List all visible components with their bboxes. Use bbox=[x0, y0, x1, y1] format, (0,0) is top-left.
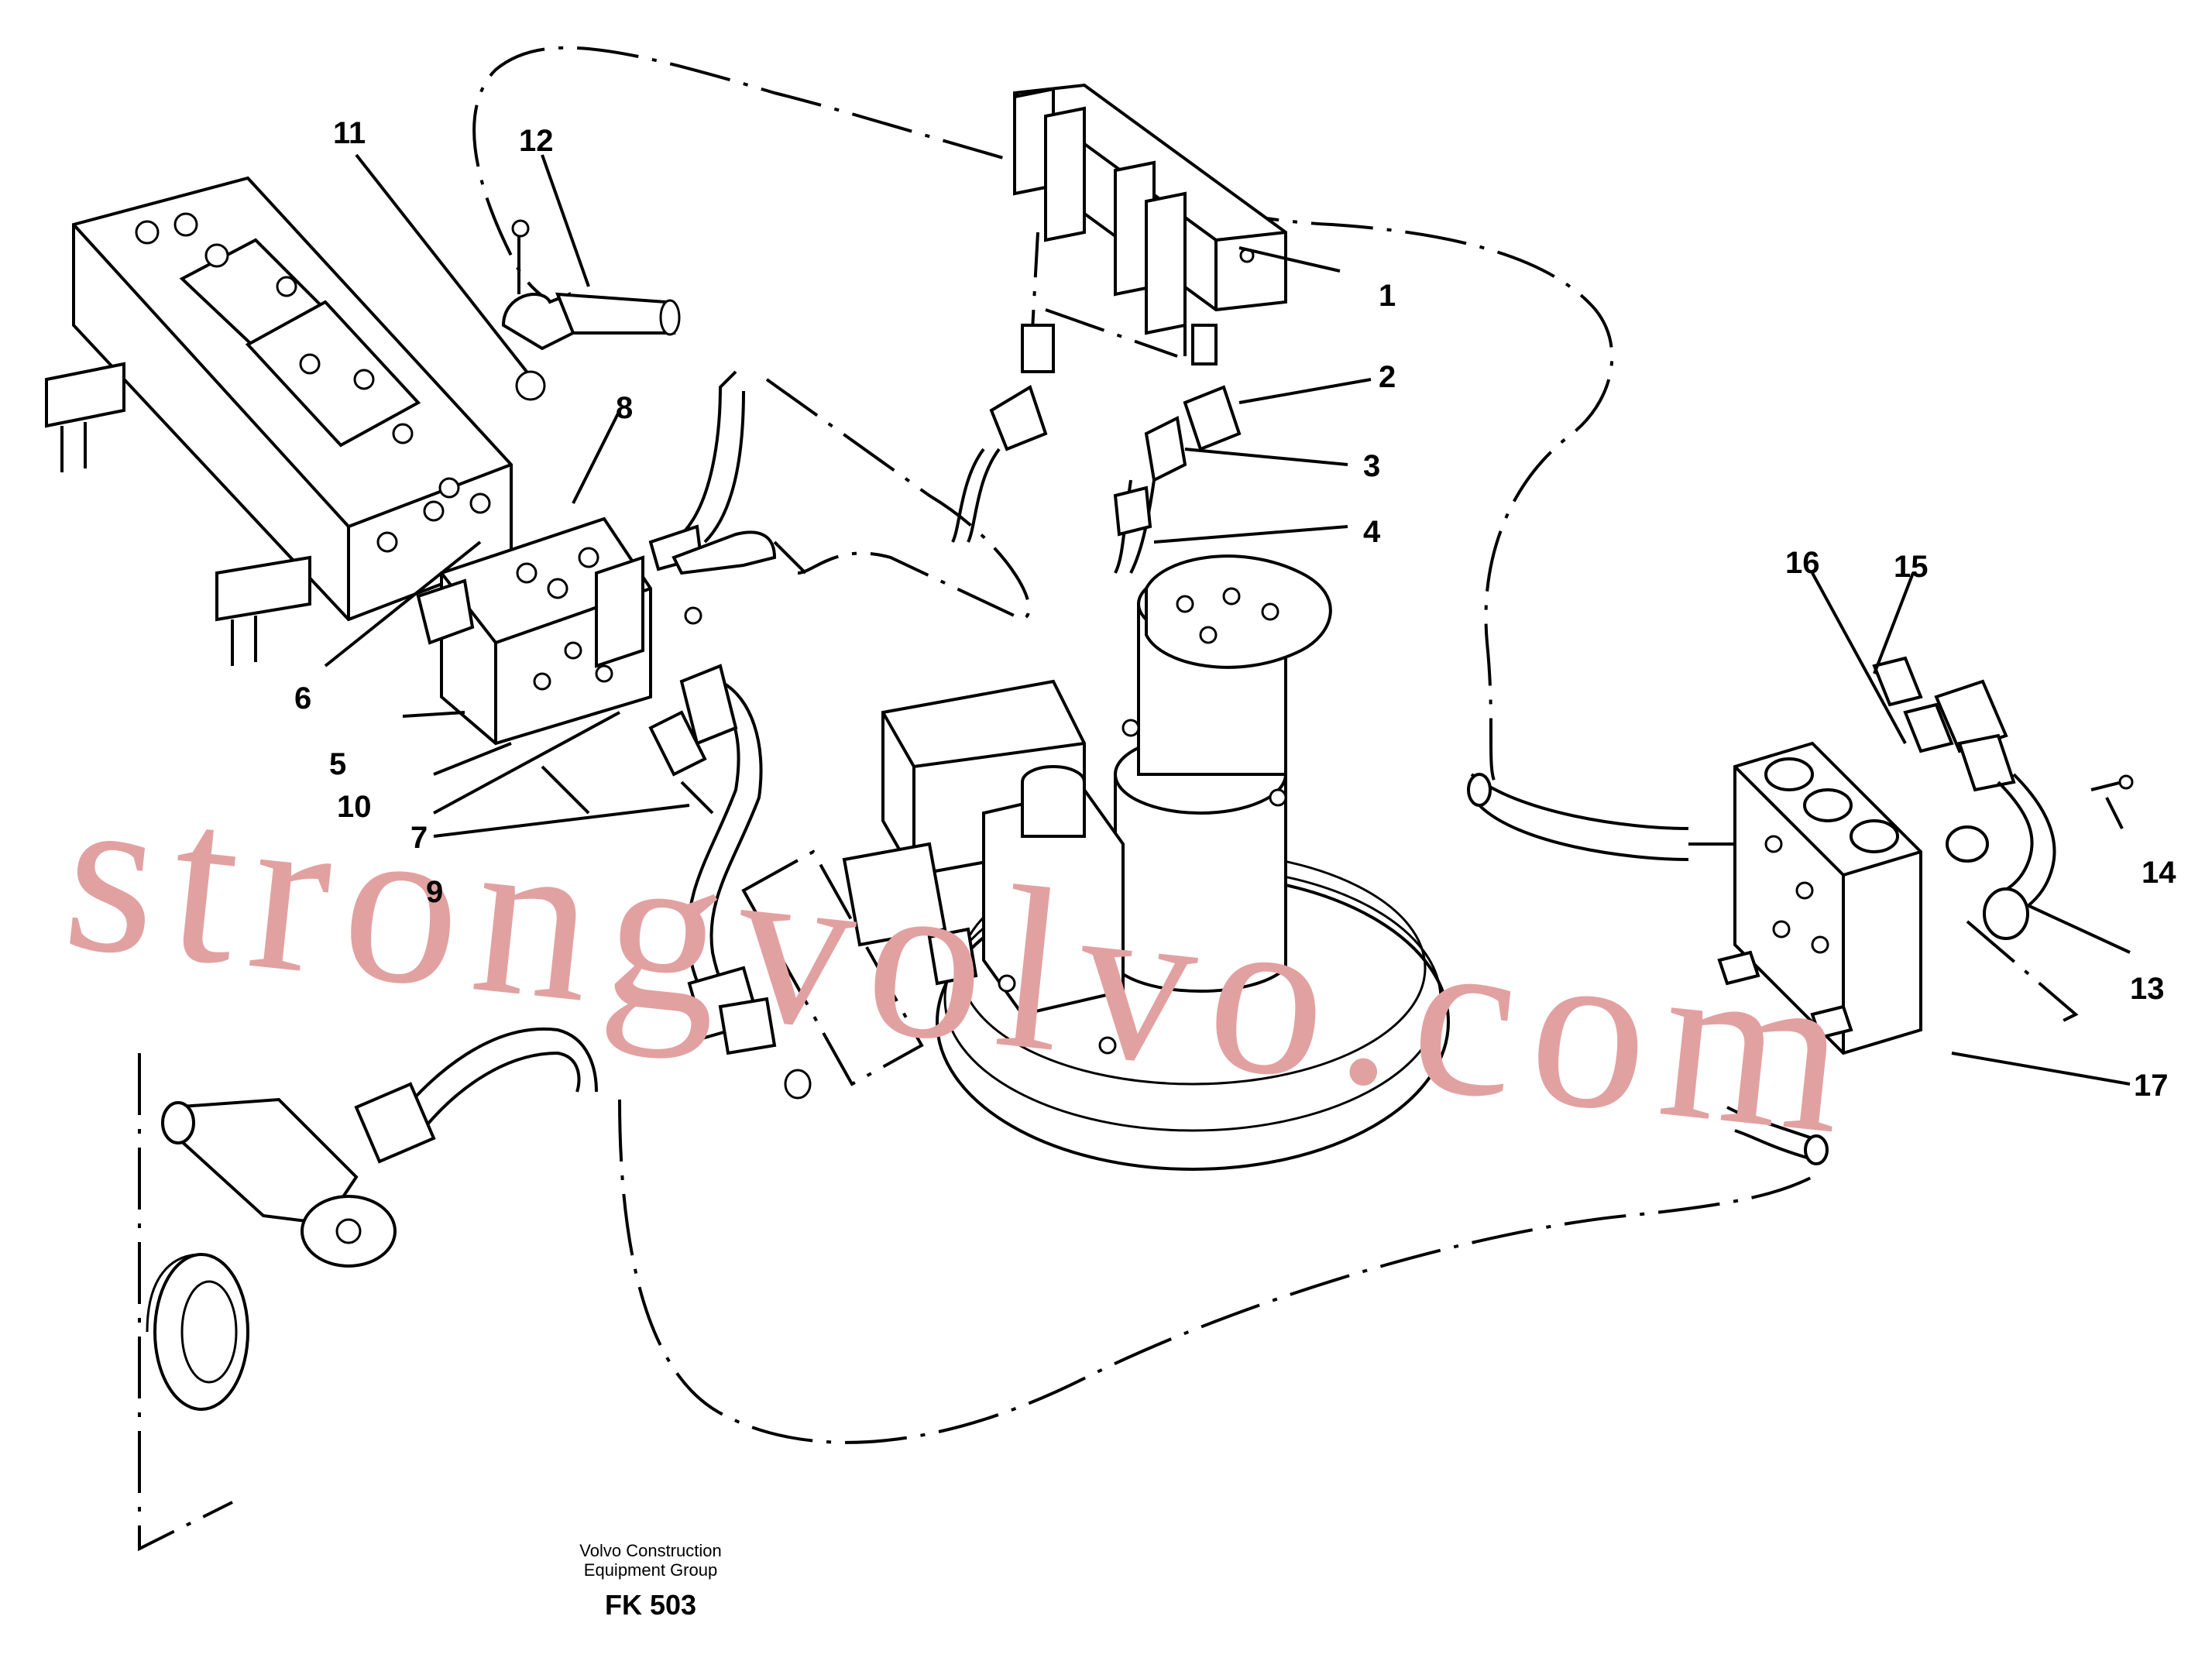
right-valve-block bbox=[1717, 656, 2134, 1055]
valve-bank-block bbox=[45, 176, 513, 666]
pump-assembly bbox=[842, 554, 1450, 1171]
callout-1: 1 bbox=[1379, 279, 1396, 313]
control-valve bbox=[416, 516, 652, 746]
caption-line-2: Equipment Group bbox=[584, 1560, 717, 1580]
callout-10: 10 bbox=[337, 790, 372, 824]
hoses-upper bbox=[541, 370, 807, 1039]
callout-12: 12 bbox=[519, 124, 554, 158]
elbow-fitting bbox=[501, 219, 681, 401]
callout-6: 6 bbox=[294, 681, 311, 715]
callout-2: 2 bbox=[1379, 360, 1396, 394]
callout-13: 13 bbox=[2130, 972, 2165, 1006]
lower-left-assembly bbox=[146, 966, 812, 1411]
leader-lines bbox=[324, 153, 2131, 1086]
callout-17: 17 bbox=[2134, 1069, 2169, 1103]
figure-code: FK 503 bbox=[605, 1589, 696, 1621]
callout-9: 9 bbox=[426, 875, 443, 909]
callout-5: 5 bbox=[329, 747, 346, 781]
callout-4: 4 bbox=[1363, 515, 1381, 549]
callout-11: 11 bbox=[333, 116, 366, 150]
callout-labels: 1 2 3 4 5 6 7 8 9 10 11 12 13 14 15 16 1… bbox=[294, 116, 2176, 1103]
fittings-center bbox=[951, 324, 1242, 574]
caption-block: Volvo Construction Equipment Group FK 50… bbox=[579, 1541, 721, 1621]
callout-3: 3 bbox=[1363, 449, 1380, 483]
callout-16: 16 bbox=[1785, 546, 1820, 580]
callout-14: 14 bbox=[2142, 856, 2176, 890]
solenoid-pack bbox=[1013, 83, 1287, 335]
callout-15: 15 bbox=[1894, 550, 1929, 584]
callout-8: 8 bbox=[616, 391, 633, 425]
callout-7: 7 bbox=[410, 821, 428, 855]
caption-line-1: Volvo Construction bbox=[579, 1541, 721, 1560]
hoses-right bbox=[1467, 773, 1829, 1165]
